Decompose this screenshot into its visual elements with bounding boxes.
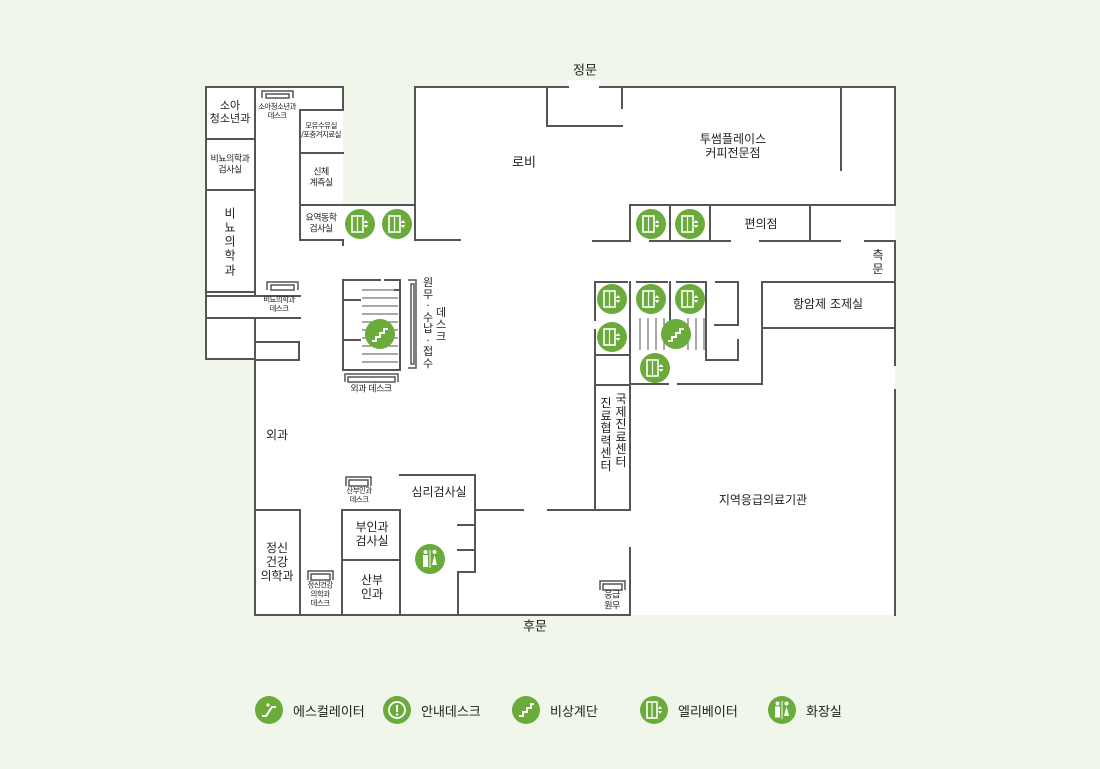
emergency-stairs-icon bbox=[364, 318, 396, 350]
room-urology-exam: 비뇨의학과 검사실 bbox=[210, 154, 250, 175]
emergency-stairs-icon bbox=[512, 696, 540, 724]
escalator-icon bbox=[255, 696, 283, 724]
psychiatry-desk-label: 정신건강 의학과 데스크 bbox=[307, 580, 333, 608]
room-urology: 비 뇨 의 학 과 bbox=[224, 206, 236, 278]
info-desk-icon bbox=[383, 696, 411, 724]
elevator-icon bbox=[674, 208, 706, 240]
er-admin-label: 응급 원무 bbox=[604, 590, 620, 611]
legend-label: 비상계단 bbox=[550, 704, 598, 720]
urology-desk-label: 비뇨의학과 데스크 bbox=[263, 295, 295, 313]
room-coop-center: 진 료 협 력 센 터 bbox=[600, 396, 612, 474]
elevator-icon bbox=[596, 321, 628, 353]
main-entrance-label: 정문 bbox=[573, 63, 597, 79]
elevator-icon bbox=[381, 208, 413, 240]
elevator-icon bbox=[639, 352, 671, 384]
elevator-icon bbox=[635, 208, 667, 240]
legend-label: 에스컬레이터 bbox=[293, 704, 365, 720]
room-obgyn-exam: 부인과 검사실 bbox=[355, 519, 389, 548]
elevator-icon bbox=[674, 283, 706, 315]
admin-desk-suffix: 데 스 크 bbox=[435, 305, 447, 344]
legend-item-elevator: 엘리베이터 bbox=[640, 695, 738, 725]
walls bbox=[205, 86, 896, 616]
elevator-icon bbox=[596, 283, 628, 315]
room-lactation: 모유수유실 /포충겨지료실 bbox=[301, 121, 341, 139]
elevator-icon bbox=[344, 208, 376, 240]
legend-item-emergency-stairs: 비상계단 bbox=[512, 695, 598, 725]
obgyn-desk-label: 산부인과 데스크 bbox=[346, 486, 372, 504]
legend-label: 안내데스크 bbox=[421, 704, 481, 720]
legend-item-restroom: 화장실 bbox=[768, 695, 842, 725]
room-surgery: 외과 bbox=[265, 427, 289, 442]
admin-desk-label: 원 무 · 수 납 · 접 수 bbox=[422, 275, 434, 370]
floor-area bbox=[206, 80, 895, 615]
room-chemo-prep: 항암제 조제실 bbox=[792, 296, 864, 311]
room-obgyn: 산부 인과 bbox=[360, 572, 384, 601]
restroom-icon bbox=[768, 696, 796, 724]
room-convenience: 편의점 bbox=[744, 216, 778, 231]
room-psychiatry: 정신 건강 의학과 bbox=[260, 540, 294, 584]
legend-label: 엘리베이터 bbox=[678, 704, 738, 720]
room-body-measure: 신체 계측실 bbox=[309, 167, 333, 188]
legend: 에스컬레이터 안내데스크 비상계단 엘리베이터 화장실 bbox=[255, 695, 875, 725]
room-lobby: 로비 bbox=[512, 155, 536, 171]
pediatrics-desk-label: 소아청소년과 데스크 bbox=[258, 102, 296, 120]
elevator-icon bbox=[635, 283, 667, 315]
emergency-stairs-icon bbox=[660, 318, 692, 350]
room-urodynamics: 요역동학 검사실 bbox=[305, 213, 337, 234]
room-intl-center: 국 제 진 료 센 터 bbox=[615, 392, 627, 470]
surgery-desk-label: 외과 데스크 bbox=[350, 384, 392, 395]
room-psych-test: 심리검사실 bbox=[411, 484, 467, 499]
side-entrance-label: 측 문 bbox=[872, 247, 884, 276]
room-emergency: 지역응급의료기관 bbox=[718, 492, 808, 507]
legend-item-escalator: 에스컬레이터 bbox=[255, 695, 365, 725]
desk-counters bbox=[261, 90, 626, 591]
elevator-icon bbox=[640, 696, 668, 724]
room-cafe: 투썸플레이스 커피전문점 bbox=[699, 131, 767, 160]
room-pediatrics: 소아 청소년과 bbox=[209, 99, 251, 125]
rear-entrance-label: 후문 bbox=[523, 619, 547, 635]
legend-item-info-desk: 안내데스크 bbox=[383, 695, 481, 725]
legend-label: 화장실 bbox=[806, 704, 842, 720]
restroom-icon bbox=[414, 543, 446, 575]
